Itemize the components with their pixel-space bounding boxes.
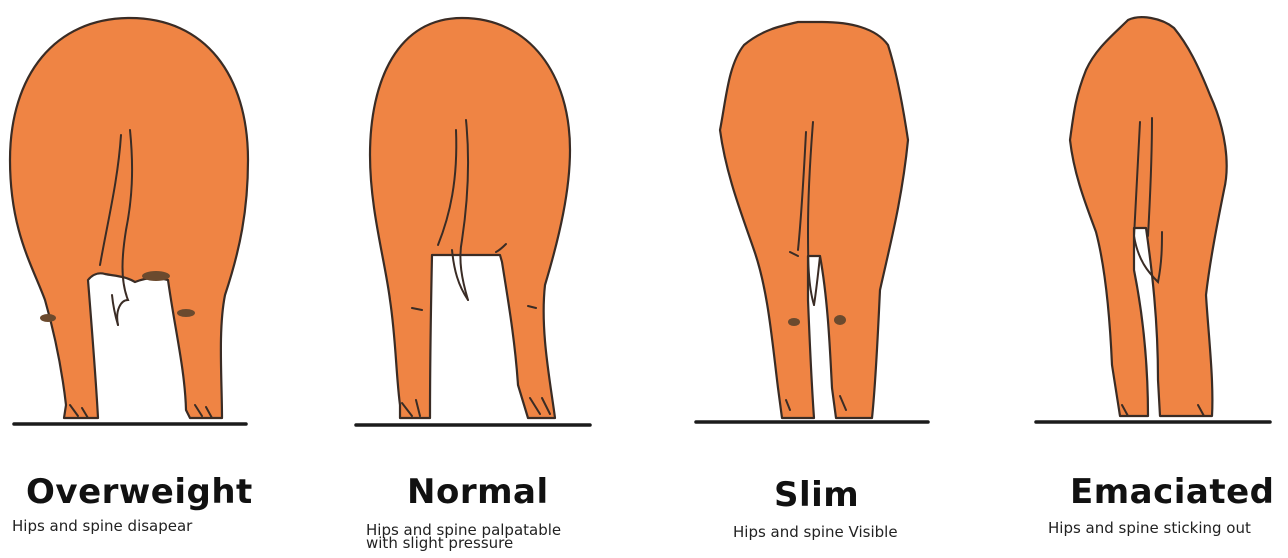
title-normal: Normal <box>407 472 549 512</box>
caption-emaciated: Hips and spine sticking out <box>1048 522 1251 535</box>
title-overweight: Overweight <box>26 472 253 512</box>
title-slim: Slim <box>774 475 859 515</box>
caption-overweight: Hips and spine disapear <box>12 520 192 533</box>
pig-overweight-illustration <box>0 0 260 440</box>
pig-slim-illustration <box>690 0 930 440</box>
caption-slim: Hips and spine Visible <box>733 526 898 539</box>
panel-slim: Slim Hips and spine Visible <box>690 0 930 558</box>
pig-emaciated-illustration <box>1030 0 1288 440</box>
panel-overweight: Overweight Hips and spine disapear <box>0 0 260 558</box>
panel-normal: Normal Hips and spine palpatable with sl… <box>350 0 610 558</box>
caption-normal: Hips and spine palpatable with slight pr… <box>366 524 561 550</box>
panel-emaciated: Emaciated Hips and spine sticking out <box>1030 0 1288 558</box>
pig-normal-illustration <box>350 0 610 440</box>
title-emaciated: Emaciated <box>1070 472 1275 512</box>
